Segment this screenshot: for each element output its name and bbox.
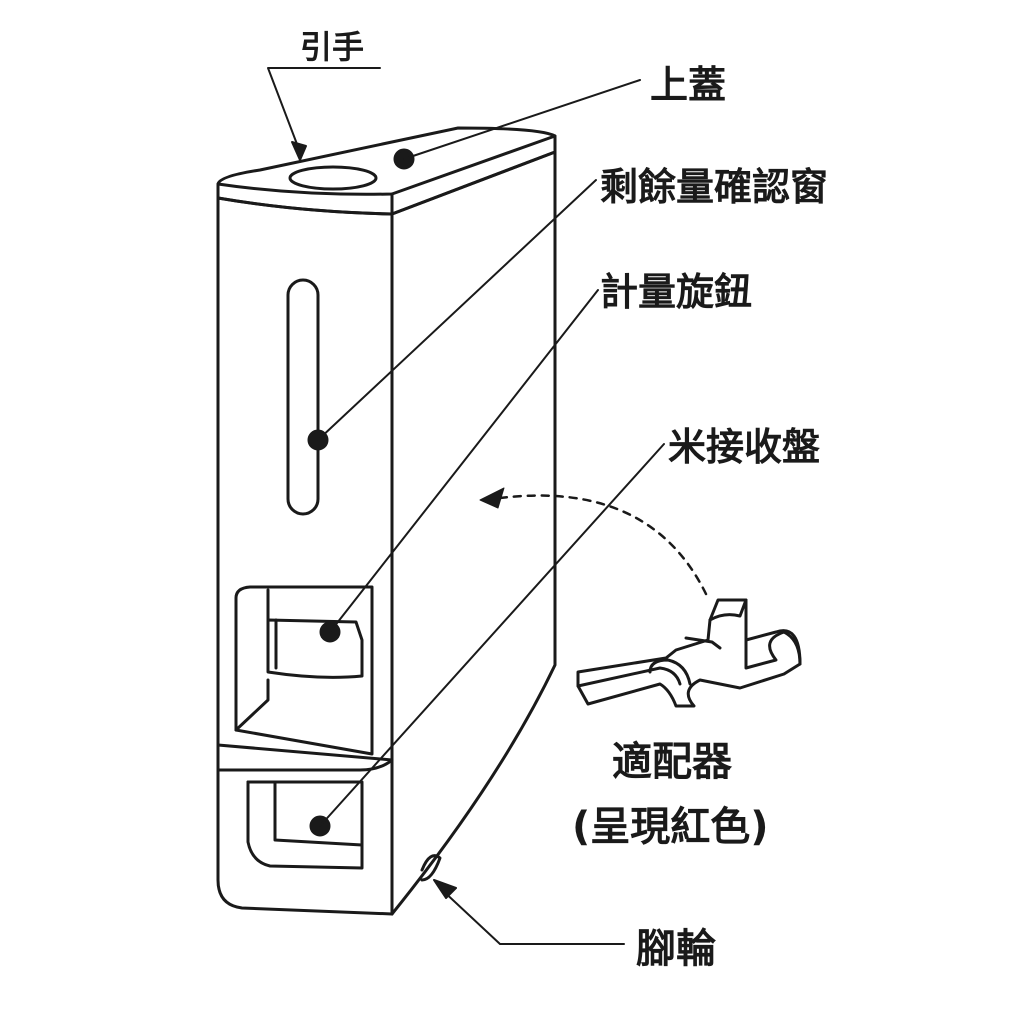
handle-hole <box>288 165 378 191</box>
adapter-base <box>576 598 802 708</box>
caster-leader <box>439 887 625 945</box>
adapter <box>576 598 802 708</box>
body-front-face <box>216 196 394 916</box>
label-metering-knob: 計量旋鈕 <box>600 270 752 314</box>
level-window-leader <box>317 179 597 441</box>
top-lid-leader <box>403 79 641 160</box>
top-lid-edge <box>216 134 557 196</box>
tray-leader <box>319 443 665 827</box>
label-level-window: 剩餘量確認窗 <box>600 165 828 209</box>
handle-leader <box>267 67 381 153</box>
knob-recess <box>234 585 374 756</box>
label-rice-tray: 米接收盤 <box>668 425 820 469</box>
adapter-arrow-head <box>479 487 505 509</box>
label-adapter-note: (呈現紅色) <box>572 804 769 850</box>
body-side-face <box>390 150 557 916</box>
level-window <box>286 278 320 516</box>
knob-leader <box>329 289 599 633</box>
adapter-arrow-arc <box>498 494 708 596</box>
dispenser-body <box>216 126 557 916</box>
label-caster: 腳輪 <box>636 926 716 972</box>
labels: 引手 上蓋 剩餘量確認窗 計量旋鈕 米接收盤 適配器 (呈現紅色) 腳輪 <box>300 28 828 972</box>
label-handle: 引手 <box>300 28 364 66</box>
top-lid <box>216 126 557 216</box>
leader-lines <box>267 67 665 945</box>
metering-knob <box>266 618 364 679</box>
label-top-lid: 上蓋 <box>650 63 726 107</box>
label-adapter: 適配器 <box>612 739 733 785</box>
caster <box>420 854 442 882</box>
rice-tray <box>246 780 364 870</box>
